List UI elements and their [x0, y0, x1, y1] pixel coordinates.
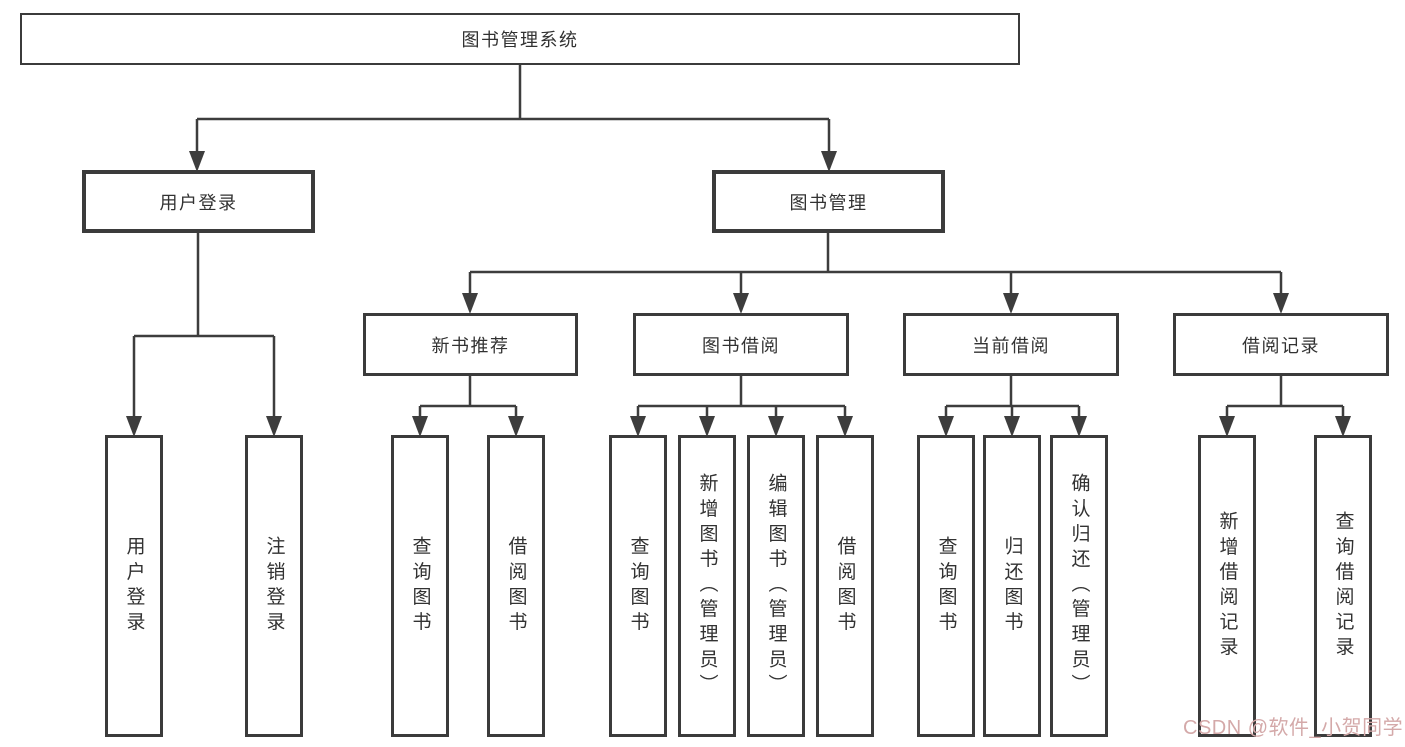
leaf-user-login: 用户登录 [105, 435, 163, 737]
arrowhead [1335, 416, 1351, 437]
connector-records-children [1219, 376, 1351, 437]
leaf-query-books-current: 查询图书 [917, 435, 975, 737]
leaf-add-book-admin: 新增图书（管理员） [678, 435, 736, 737]
arrowhead [821, 151, 837, 172]
node-book-management: 图书管理 [712, 170, 945, 233]
leaf-return-book: 归还图书 [983, 435, 1041, 737]
arrowhead [1219, 416, 1235, 437]
leaf-borrow-books-recommend: 借阅图书 [487, 435, 545, 737]
leaf-query-borrow-record: 查询借阅记录 [1314, 435, 1372, 737]
node-user-login: 用户登录 [82, 170, 315, 233]
connector-new-book-children [412, 376, 524, 437]
connector-current-borrow-children [938, 376, 1087, 437]
connector-book-borrow-children [630, 376, 853, 437]
connector-book-management-children [462, 233, 1289, 314]
arrowhead [412, 416, 428, 437]
arrowhead [1004, 416, 1020, 437]
connector-user-login-children [126, 233, 282, 437]
leaf-logout: 注销登录 [245, 435, 303, 737]
arrowhead [1273, 293, 1289, 314]
leaf-borrow-books: 借阅图书 [816, 435, 874, 737]
csdn-watermark: CSDN @软件_小贺同学 [1183, 717, 1404, 739]
arrowhead [126, 416, 142, 437]
arrowhead [1071, 416, 1087, 437]
arrowhead [837, 416, 853, 437]
leaf-query-books-borrow: 查询图书 [609, 435, 667, 737]
node-new-book-recommend: 新书推荐 [363, 313, 578, 376]
leaf-add-borrow-record: 新增借阅记录 [1198, 435, 1256, 737]
arrowhead [768, 416, 784, 437]
node-root: 图书管理系统 [20, 13, 1020, 65]
node-current-borrow: 当前借阅 [903, 313, 1119, 376]
leaf-query-books-recommend: 查询图书 [391, 435, 449, 737]
arrowhead [733, 293, 749, 314]
arrowhead [462, 293, 478, 314]
arrowhead [630, 416, 646, 437]
node-borrow-records: 借阅记录 [1173, 313, 1389, 376]
arrowhead [189, 151, 205, 172]
arrowhead [508, 416, 524, 437]
node-book-borrow: 图书借阅 [633, 313, 849, 376]
arrowhead [266, 416, 282, 437]
connector-root-to-level2 [189, 65, 837, 172]
arrowhead [1003, 293, 1019, 314]
arrowhead [938, 416, 954, 437]
leaf-confirm-return-admin: 确认归还（管理员） [1050, 435, 1108, 737]
arrowhead [699, 416, 715, 437]
leaf-edit-book-admin: 编辑图书（管理员） [747, 435, 805, 737]
